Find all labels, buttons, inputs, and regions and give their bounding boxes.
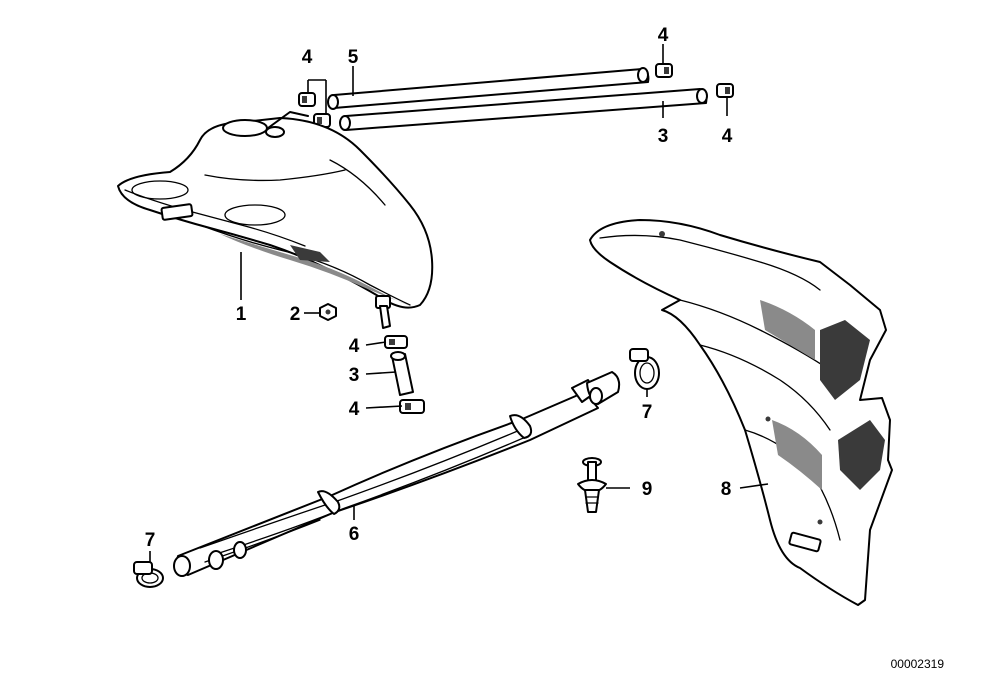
reference-number: 00002319 bbox=[891, 657, 945, 671]
callout-5: 5 bbox=[348, 47, 359, 68]
callout-6: 6 bbox=[349, 524, 360, 545]
callout-9: 9 bbox=[642, 479, 653, 500]
hose-bundle-6 bbox=[173, 371, 621, 577]
clamp-4-top-left-a bbox=[298, 92, 316, 107]
callout-1: 1 bbox=[236, 304, 247, 325]
hose-clamp-7-right bbox=[629, 348, 660, 390]
callout-8: 8 bbox=[721, 479, 732, 500]
fuel-tank-1 bbox=[117, 111, 434, 309]
callout-4-top-right-upper: 4 bbox=[658, 25, 669, 46]
clamp-4-mid-lower bbox=[399, 399, 425, 414]
callout-4-top-right-lower: 4 bbox=[722, 126, 733, 147]
callout-7-right: 7 bbox=[642, 402, 653, 423]
nut-2 bbox=[319, 303, 337, 321]
callout-4-mid-lower: 4 bbox=[349, 399, 360, 420]
hose-clamp-7-left bbox=[133, 561, 164, 588]
callout-7-left: 7 bbox=[145, 530, 156, 551]
tube-3-upper bbox=[339, 88, 708, 131]
clamp-4-mid-upper bbox=[384, 335, 408, 349]
callout-2: 2 bbox=[290, 304, 301, 325]
clamp-4-top-right-a bbox=[655, 63, 673, 78]
tube-3-mid bbox=[390, 351, 414, 396]
callout-3-top-right: 3 bbox=[658, 126, 669, 147]
clamp-4-top-right-b bbox=[716, 83, 734, 98]
callout-4-mid-upper: 4 bbox=[349, 336, 360, 357]
outlet-fitting bbox=[375, 295, 391, 329]
callout-3-mid: 3 bbox=[349, 365, 360, 386]
callout-4-top-left: 4 bbox=[302, 47, 313, 68]
side-panel-8 bbox=[589, 219, 893, 606]
leader-lines bbox=[149, 44, 769, 563]
tube-5 bbox=[327, 67, 650, 110]
rivet-9 bbox=[577, 457, 607, 513]
